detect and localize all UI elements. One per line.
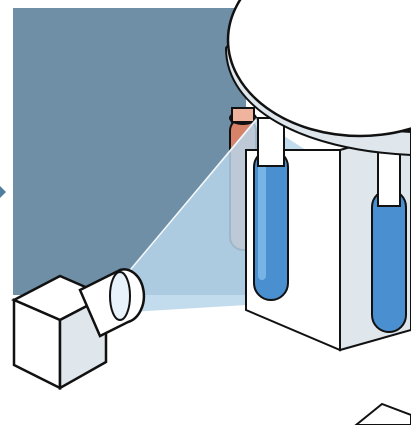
blue-sample-tube bbox=[254, 118, 288, 300]
right-sample-tube bbox=[372, 150, 406, 332]
chevron-right-icon bbox=[0, 186, 6, 198]
camera-lens-icon bbox=[110, 272, 130, 320]
corner-object bbox=[356, 404, 411, 425]
